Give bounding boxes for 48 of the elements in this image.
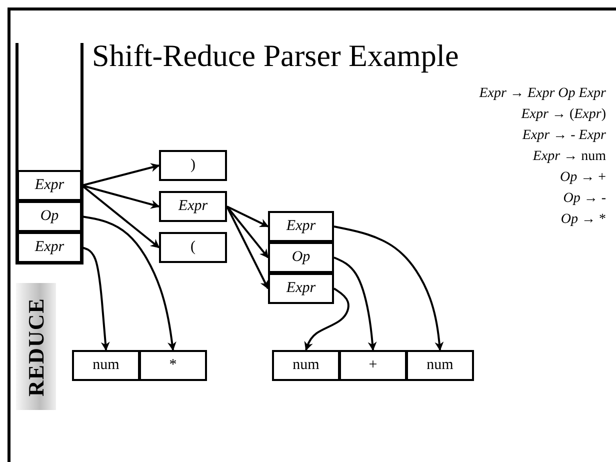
arrow (226, 206, 269, 290)
input-token-cell (139, 350, 207, 381)
arrow (82, 184, 160, 209)
stack-cell (17, 170, 82, 201)
symbol-label: Expr (178, 198, 208, 215)
symbol-label: Expr (286, 280, 316, 297)
symbol-label: Expr (34, 177, 64, 194)
grammar-rule: Expr → Expr Op Expr (479, 86, 606, 102)
symbol-label: Op (292, 249, 310, 266)
symbol-label: num (292, 357, 320, 374)
arrow (334, 256, 377, 351)
grammar-rule: Op → + (560, 170, 606, 186)
tree-node-box (268, 273, 334, 304)
tree-node-box (159, 191, 227, 222)
arrow (82, 163, 160, 186)
grammar-rule: Op → - (563, 191, 606, 207)
arrow (82, 246, 110, 351)
symbol-label: ) (190, 157, 196, 174)
symbol-label: num (92, 357, 120, 374)
stack-cell (17, 201, 82, 232)
symbol-label: Op (40, 208, 59, 225)
tree-node-box (159, 232, 227, 263)
stack-cell (17, 232, 82, 263)
tree-node-box (268, 211, 334, 242)
arrow (304, 288, 350, 351)
input-token-cell (339, 350, 407, 381)
tree-node-box (268, 242, 334, 273)
arrow (226, 206, 269, 258)
input-token-cell (72, 350, 140, 381)
grammar-rule: Expr → (Expr) (521, 107, 606, 123)
grammar-rule: Expr → num (532, 149, 606, 165)
arrow (82, 216, 176, 351)
arrow (334, 226, 444, 351)
grammar-rule: Expr → - Expr (522, 128, 606, 144)
symbol-label: Expr (34, 239, 64, 256)
arrow (81, 184, 160, 248)
symbol-label: ( (190, 239, 196, 256)
input-token-cell (406, 350, 474, 381)
arrow (226, 206, 269, 228)
symbol-label: + (368, 357, 378, 374)
input-token-cell (272, 350, 340, 381)
slide-title: Shift-Reduce Parser Example (92, 38, 459, 74)
symbol-label: num (426, 357, 454, 374)
symbol-label: * (169, 357, 177, 374)
tree-node-box (159, 150, 227, 181)
action-label: REDUCE (23, 297, 49, 396)
grammar-rule: Op → * (560, 212, 606, 228)
symbol-label: Expr (286, 218, 316, 235)
